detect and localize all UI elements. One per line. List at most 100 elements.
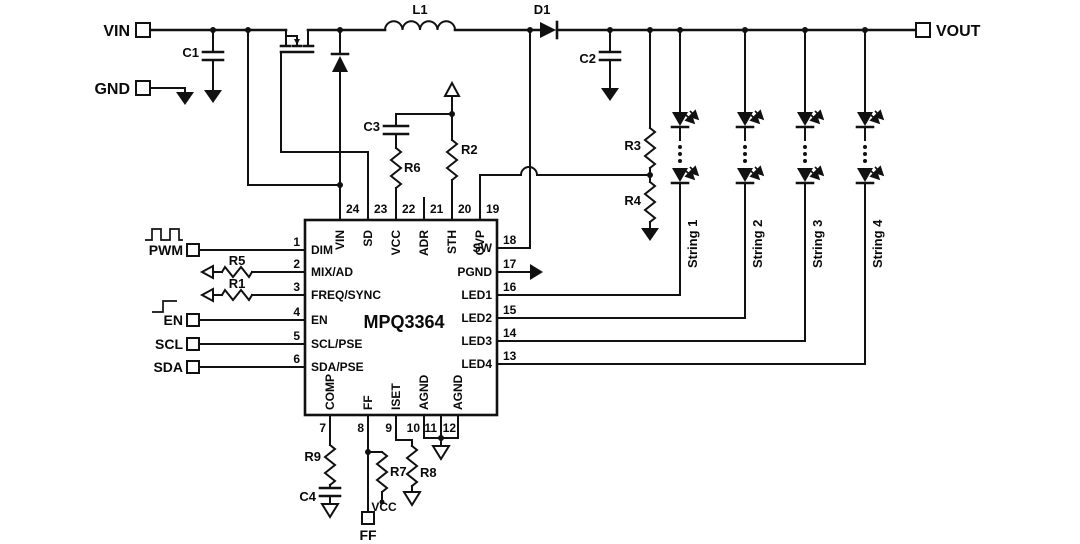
pin-num-20: 20 xyxy=(458,202,472,216)
capacitor-c1-plates xyxy=(201,50,225,62)
pwm-waveform-icon xyxy=(145,228,183,241)
pin-label-pgnd: PGND xyxy=(457,265,492,279)
r3-label: R3 xyxy=(624,138,641,153)
pin-label-comp: COMP xyxy=(323,374,337,410)
junction-dots xyxy=(210,27,868,505)
ic-top-pins: VIN SD VCC ADR STH OVP 24 23 22 21 20 19 xyxy=(333,202,500,256)
pin-num-1: 1 xyxy=(293,235,300,249)
resistor-r5 xyxy=(220,265,254,279)
vin-bypass-diode xyxy=(330,52,350,72)
r6-label: R6 xyxy=(404,160,421,175)
agnd-arrow-r8 xyxy=(403,491,421,506)
pin-num-9: 9 xyxy=(385,421,392,435)
wire-vcc-c3-r6 xyxy=(395,113,453,221)
pin-num-3: 3 xyxy=(293,280,300,294)
pin-num-5: 5 xyxy=(293,329,300,343)
pin-label-dim: DIM xyxy=(311,243,333,257)
ff-terminal xyxy=(361,511,375,525)
capacitor-c2-plates xyxy=(598,50,622,62)
pin-num-13: 13 xyxy=(503,349,517,363)
c1-label: C1 xyxy=(182,45,199,60)
ground-c1 xyxy=(204,90,222,103)
ic-part-number: MPQ3364 xyxy=(363,312,444,332)
pin-label-sd: SD xyxy=(361,230,375,247)
input-mosfet-symbol xyxy=(279,29,315,54)
wire-ff xyxy=(367,414,383,513)
pin-num-11: 11 xyxy=(424,421,437,435)
vout-terminal xyxy=(915,22,931,38)
wire-vin-pin-branch xyxy=(247,29,341,221)
pin-label-mixad: MIX/AD xyxy=(311,265,353,279)
diode-d1 xyxy=(540,20,559,40)
string-4-label: String 4 xyxy=(870,219,885,268)
resistor-r1 xyxy=(220,288,254,302)
mosfet-body-arrow xyxy=(294,39,300,45)
pin-label-led4: LED4 xyxy=(461,357,492,371)
pin-label-led2: LED2 xyxy=(461,311,492,325)
pin-num-10: 10 xyxy=(407,421,421,435)
bypass-diode-anode xyxy=(332,56,348,72)
pin-num-8: 8 xyxy=(357,421,364,435)
resistor-r8 xyxy=(405,444,419,488)
l1-label: L1 xyxy=(412,2,427,17)
ic-right-pins: SW PGND LED1 LED2 LED3 LED4 18 17 16 15 … xyxy=(457,233,516,371)
pin-label-led3: LED3 xyxy=(461,334,492,348)
pin-label-en: EN xyxy=(311,313,328,327)
pin-label-freqsync: FREQ/SYNC xyxy=(311,288,381,302)
resistor-r9 xyxy=(323,443,337,487)
pin-num-14: 14 xyxy=(503,326,517,340)
wire-gate-sd xyxy=(280,51,369,221)
pin-label-sw: SW xyxy=(473,241,493,255)
pin-label-agnd-10: AGND xyxy=(417,374,431,410)
left-arrow-r1 xyxy=(199,287,214,303)
sda-label: SDA xyxy=(153,359,183,375)
agnd-arrow-c4 xyxy=(321,503,339,518)
string-1-label: String 1 xyxy=(685,220,700,268)
left-arrow-r5 xyxy=(199,264,214,280)
c2-label: C2 xyxy=(579,51,596,66)
gnd-terminal xyxy=(135,80,151,96)
pin-label-ff: FF xyxy=(361,395,375,410)
d1-label: D1 xyxy=(534,2,551,17)
led-string-3 xyxy=(797,30,823,183)
pin-num-6: 6 xyxy=(293,352,300,366)
pin-label-sclpse: SCL/PSE xyxy=(311,337,362,351)
capacitor-c3-plates xyxy=(382,124,410,136)
pin-num-21: 21 xyxy=(430,202,444,216)
pin-label-vin: VIN xyxy=(333,230,347,250)
pin-label-ovp: OVP xyxy=(473,230,487,255)
pin-num-16: 16 xyxy=(503,280,517,294)
pin-label-sth: STH xyxy=(445,230,459,254)
scl-label: SCL xyxy=(155,336,183,352)
r2-label: R2 xyxy=(461,142,478,157)
en-label: EN xyxy=(164,312,183,328)
ic-body xyxy=(303,218,499,417)
ic-bottom-pins: COMP FF ISET AGND AGND 7 8 9 10 11 12 xyxy=(319,374,465,435)
pin-num-17: 17 xyxy=(503,257,517,271)
r4-label: R4 xyxy=(624,193,641,208)
capacitor-c4-plates xyxy=(318,486,342,498)
pwm-label: PWM xyxy=(149,242,183,258)
pin-num-24: 24 xyxy=(346,202,360,216)
led-string-4 xyxy=(857,30,883,183)
r8-label: R8 xyxy=(420,465,437,480)
ground-pgnd-sideways xyxy=(530,264,543,280)
led-string-2 xyxy=(737,30,763,183)
pin-label-led1: LED1 xyxy=(461,288,492,302)
c4-label: C4 xyxy=(299,489,316,504)
gnd-label: GND xyxy=(94,81,130,98)
en-terminal xyxy=(186,313,200,327)
pin-num-19: 19 xyxy=(486,202,500,216)
pin-label-adr: ADR xyxy=(417,230,431,256)
string-2-label: String 2 xyxy=(750,220,765,268)
pin-label-vcc: VCC xyxy=(389,230,403,256)
string-3-label: String 3 xyxy=(810,220,825,268)
wire-led-returns xyxy=(496,294,866,365)
up-arrow-r2 xyxy=(443,80,461,97)
vout-label: VOUT xyxy=(936,23,981,40)
c3-label: C3 xyxy=(363,119,380,134)
pwm-terminal xyxy=(186,243,200,257)
led-string-1 xyxy=(672,30,698,183)
resistor-r7 xyxy=(375,450,389,494)
